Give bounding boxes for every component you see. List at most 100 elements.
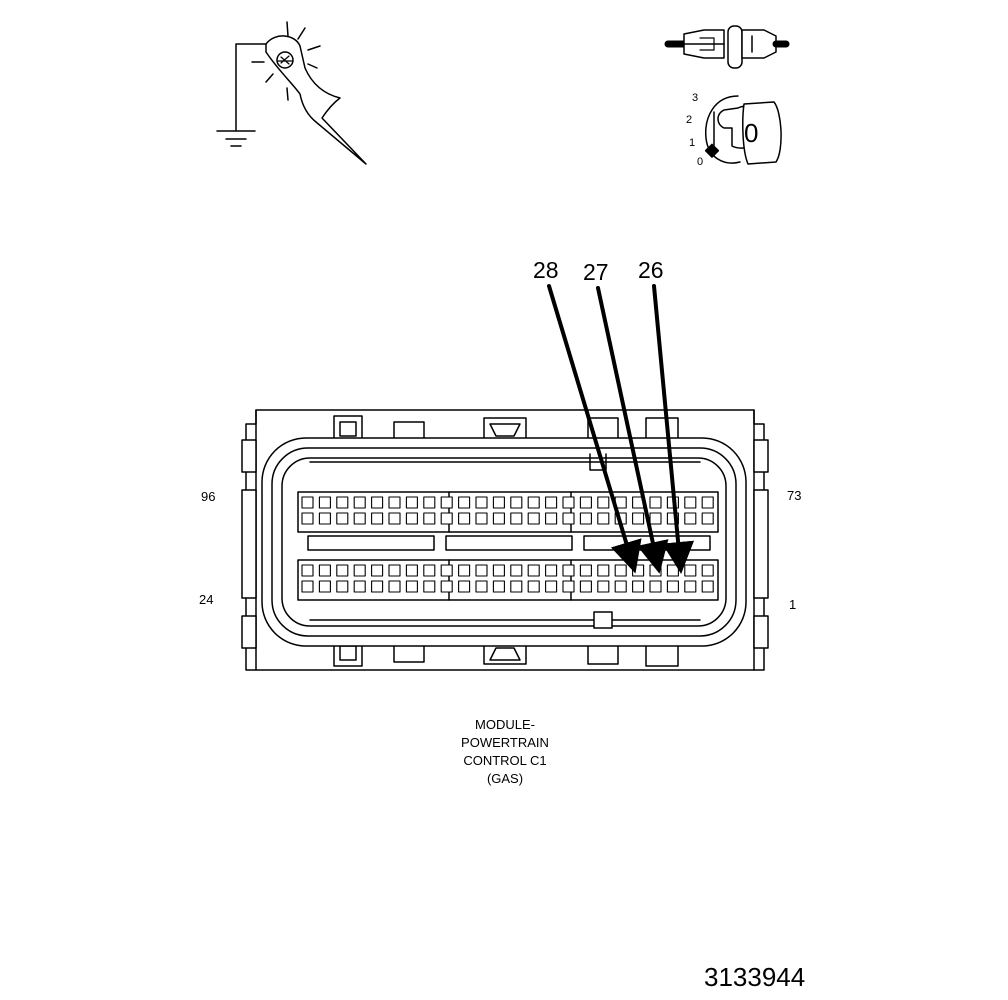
callout-27: 27 <box>583 259 609 285</box>
pin-cavity <box>336 512 349 525</box>
ignition-position-3: 3 <box>692 92 699 104</box>
pin-cavity <box>527 512 540 525</box>
pin-cavity <box>336 564 349 577</box>
pin-cavity <box>388 512 401 525</box>
pin-cavity <box>649 496 662 509</box>
pin-cavity <box>318 564 331 577</box>
pin-cavity <box>545 580 558 593</box>
pin-cavity <box>597 496 610 509</box>
pin-cavity <box>684 580 697 593</box>
pin-cavity <box>632 512 645 525</box>
pin-cavity <box>666 580 679 593</box>
pin-cavity <box>405 580 418 593</box>
caption-line-1: MODULE- <box>475 717 535 732</box>
connector-caption: MODULE- POWERTRAIN CONTROL C1 (GAS) <box>405 716 605 788</box>
pin-cavity <box>492 512 505 525</box>
pin-cavity <box>475 564 488 577</box>
pin-cavity <box>318 512 331 525</box>
pin-cavity <box>545 496 558 509</box>
pin-cavity <box>388 496 401 509</box>
caption-line-4: (GAS) <box>486 771 524 786</box>
pin-cavity <box>475 580 488 593</box>
pin-cavity <box>475 496 488 509</box>
pin-cavity <box>579 512 592 525</box>
pin-cavity <box>492 496 505 509</box>
leader-arrow-26 <box>652 284 695 574</box>
pin-cavity <box>562 512 575 525</box>
pin-cavity <box>301 496 314 509</box>
corner-pin-top-left: 96 <box>201 489 216 504</box>
pin-cavity <box>597 564 610 577</box>
pin-cavity <box>388 564 401 577</box>
connector-c1 <box>241 409 769 671</box>
pin-cavity <box>336 580 349 593</box>
pin-cavity <box>440 580 453 593</box>
pin-cavity <box>318 496 331 509</box>
pin-cavity <box>527 580 540 593</box>
pin-cavity <box>423 564 436 577</box>
pin-cavity <box>701 496 714 509</box>
leader-arrow-28 <box>547 284 642 574</box>
corner-pin-bottom-left: 24 <box>199 592 214 607</box>
pin-cavity <box>545 512 558 525</box>
callout-26: 26 <box>638 257 664 283</box>
pin-cavity <box>458 496 471 509</box>
pin-cavity <box>405 564 418 577</box>
pin-cavity <box>649 580 662 593</box>
figure-number: 3133944 <box>704 962 806 992</box>
pin-cavity <box>353 564 366 577</box>
ignition-key-label: 0 <box>744 118 759 148</box>
pin-cavity <box>666 564 679 577</box>
pin-cavity <box>510 496 523 509</box>
test-light-probe-icon <box>216 21 367 165</box>
pin-cavity <box>475 512 488 525</box>
pin-cavity <box>579 496 592 509</box>
pin-cavity <box>388 580 401 593</box>
ignition-position-1: 1 <box>689 137 696 149</box>
ignition-position-0: 0 <box>697 156 704 168</box>
pin-cavity <box>510 580 523 593</box>
pin-cavity <box>492 564 505 577</box>
corner-pin-top-right: 73 <box>787 488 802 503</box>
pin-cavity <box>562 580 575 593</box>
ignition-position-2: 2 <box>686 114 693 126</box>
pin-cavity <box>701 512 714 525</box>
pin-cavity <box>458 580 471 593</box>
pin-cavity <box>632 564 645 577</box>
pin-cavity <box>458 564 471 577</box>
disconnected-connector-icon <box>664 25 790 69</box>
pin-cavity <box>353 512 366 525</box>
caption-line-2: POWERTRAIN <box>461 735 549 750</box>
pin-cavity <box>458 512 471 525</box>
pin-cavity <box>597 580 610 593</box>
pin-cavity <box>562 496 575 509</box>
ignition-switch-icon <box>704 95 782 165</box>
pin-cavity <box>492 580 505 593</box>
callout-28: 28 <box>533 257 559 283</box>
pin-cavity <box>423 580 436 593</box>
pin-cavity <box>318 580 331 593</box>
corner-pin-bottom-right: 1 <box>789 597 797 612</box>
leader-arrow-27 <box>596 286 669 574</box>
pin-cavity <box>614 564 627 577</box>
pin-cavity <box>701 580 714 593</box>
pin-cavity <box>353 496 366 509</box>
pin-cavity <box>405 496 418 509</box>
pin-cavity <box>527 564 540 577</box>
pin-cavity <box>510 564 523 577</box>
pin-cavity <box>684 512 697 525</box>
pin-cavity <box>301 580 314 593</box>
pin-cavity <box>684 564 697 577</box>
pin-cavity <box>336 496 349 509</box>
pin-cavity <box>423 496 436 509</box>
pin-cavity <box>405 512 418 525</box>
pin-cavity <box>562 564 575 577</box>
pin-cavity <box>701 564 714 577</box>
pin-cavity <box>371 564 384 577</box>
pin-cavity <box>371 512 384 525</box>
pin-cavity <box>353 580 366 593</box>
pin-cavity <box>423 512 436 525</box>
pin-cavity <box>440 512 453 525</box>
